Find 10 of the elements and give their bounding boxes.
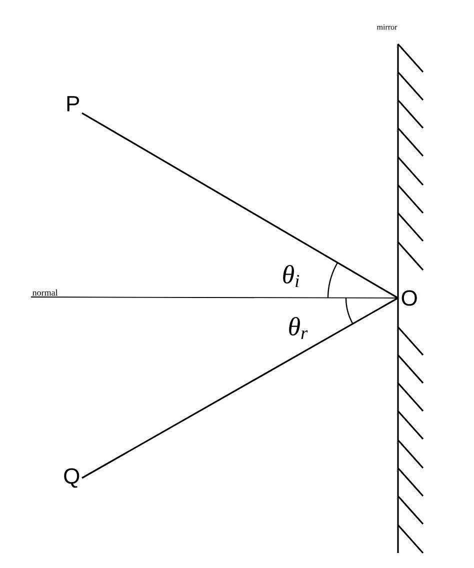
mirror-label: mirror (376, 24, 398, 30)
normal-line (30, 296, 398, 298)
point-label: P (67, 96, 80, 112)
angle-label: θ$_{r}$ (289, 317, 308, 339)
light-ray (82, 297, 398, 479)
angle-label: θ$_{i}$ (283, 265, 300, 287)
light-ray (82, 112, 398, 299)
point-label: normal (32, 289, 58, 296)
point-label: Q (64, 468, 80, 488)
point-label: O (402, 290, 417, 306)
